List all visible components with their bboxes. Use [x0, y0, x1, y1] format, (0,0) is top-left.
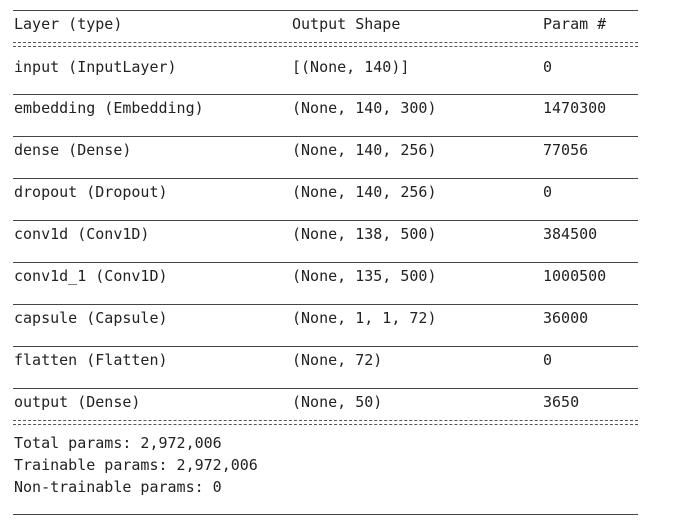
table-row: capsule (Capsule) (None, 1, 1, 72) 36000 [0, 307, 698, 329]
param-count: 77056 [543, 141, 589, 159]
output-shape: (None, 50) [292, 393, 383, 411]
table-row: embedding (Embedding) (None, 140, 300) 1… [0, 97, 698, 119]
output-shape: (None, 140, 300) [292, 99, 437, 117]
header-double-rule [13, 42, 638, 47]
header-row: Layer (type) Output Shape Param # [0, 13, 698, 35]
layer-name: dense (Dense) [14, 141, 132, 159]
table-row: dense (Dense) (None, 140, 256) 77056 [0, 139, 698, 161]
output-shape: [(None, 140)] [292, 58, 410, 76]
row-rule [13, 262, 638, 263]
row-rule [13, 346, 638, 347]
table-row: input (InputLayer) [(None, 140)] 0 [0, 56, 698, 78]
table-row: dropout (Dropout) (None, 140, 256) 0 [0, 181, 698, 203]
param-count: 0 [543, 58, 553, 76]
param-count: 1470300 [543, 99, 607, 117]
layer-name: flatten (Flatten) [14, 351, 168, 369]
header-layer: Layer (type) [14, 15, 123, 33]
non-trainable-params: Non-trainable params: 0 [14, 478, 222, 496]
layer-name: embedding (Embedding) [14, 99, 204, 117]
row-rule [13, 136, 638, 137]
table-row: flatten (Flatten) (None, 72) 0 [0, 349, 698, 371]
layer-name: conv1d (Conv1D) [14, 225, 150, 243]
param-count: 384500 [543, 225, 598, 243]
footer-double-rule [13, 420, 638, 425]
bottom-rule [13, 514, 638, 515]
output-shape: (None, 140, 256) [292, 183, 437, 201]
param-count: 0 [543, 351, 553, 369]
total-params: Total params: 2,972,006 [14, 434, 222, 452]
row-rule [13, 388, 638, 389]
output-shape: (None, 135, 500) [292, 267, 437, 285]
table-row: conv1d_1 (Conv1D) (None, 135, 500) 10005… [0, 265, 698, 287]
param-count: 3650 [543, 393, 580, 411]
param-count: 1000500 [543, 267, 607, 285]
output-shape: (None, 140, 256) [292, 141, 437, 159]
output-shape: (None, 72) [292, 351, 383, 369]
layer-name: capsule (Capsule) [14, 309, 168, 327]
output-shape: (None, 138, 500) [292, 225, 437, 243]
row-rule [13, 94, 638, 95]
layer-name: output (Dense) [14, 393, 141, 411]
table-row: conv1d (Conv1D) (None, 138, 500) 384500 [0, 223, 698, 245]
row-rule [13, 178, 638, 179]
row-rule [13, 220, 638, 221]
output-shape: (None, 1, 1, 72) [292, 309, 437, 327]
table-row: output (Dense) (None, 50) 3650 [0, 391, 698, 413]
row-rule [13, 304, 638, 305]
layer-name: conv1d_1 (Conv1D) [14, 267, 168, 285]
trainable-params: Trainable params: 2,972,006 [14, 456, 258, 474]
param-count: 0 [543, 183, 553, 201]
top-rule [13, 10, 638, 11]
layer-name: input (InputLayer) [14, 58, 177, 76]
header-output-shape: Output Shape [292, 15, 401, 33]
header-params: Param # [543, 15, 607, 33]
param-count: 36000 [543, 309, 589, 327]
layer-name: dropout (Dropout) [14, 183, 168, 201]
